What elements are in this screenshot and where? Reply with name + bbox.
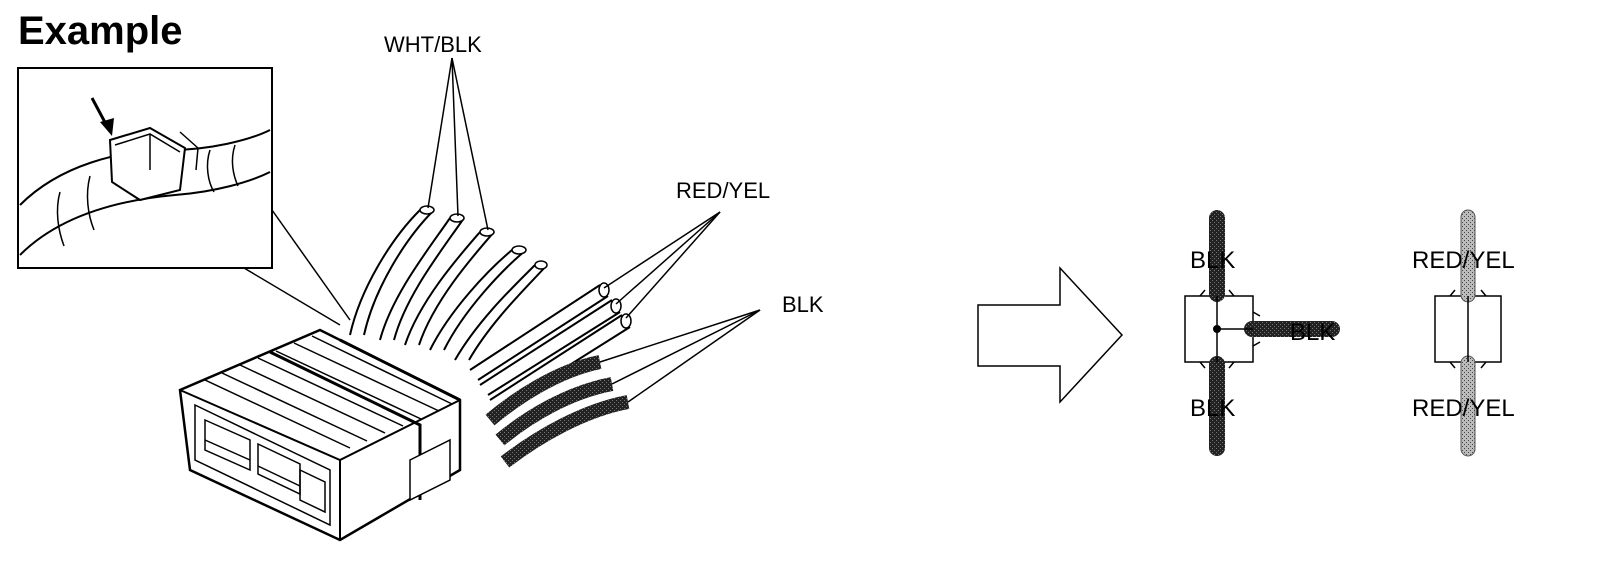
blk-label: BLK [782, 292, 824, 317]
red-yel-splice-diagram: RED/YEL RED/YEL [1412, 209, 1515, 457]
red-yel-label: RED/YEL [676, 178, 770, 203]
splice-blk-top-label: BLK [1190, 247, 1235, 274]
right-arrow-icon [977, 266, 1124, 404]
page-title: Example [18, 9, 183, 53]
splice-red-yel-top-label: RED/YEL [1412, 247, 1515, 274]
blk-callout: BLK [599, 292, 824, 403]
splice-red-yel-bottom-label: RED/YEL [1412, 395, 1515, 422]
connector-assembly [178, 205, 632, 542]
wht-blk-callout: WHT/BLK [384, 32, 489, 231]
blk-splice-diagram: BLK BLK BLK [1184, 210, 1340, 456]
splice-blk-bottom-label: BLK [1190, 395, 1235, 422]
splice-blk-right-label: BLK [1290, 319, 1335, 346]
red-yel-callout: RED/YEL [603, 178, 770, 319]
arrow-icon [90, 97, 114, 136]
wht-blk-label: WHT/BLK [384, 32, 482, 57]
inset-detail [17, 67, 351, 326]
